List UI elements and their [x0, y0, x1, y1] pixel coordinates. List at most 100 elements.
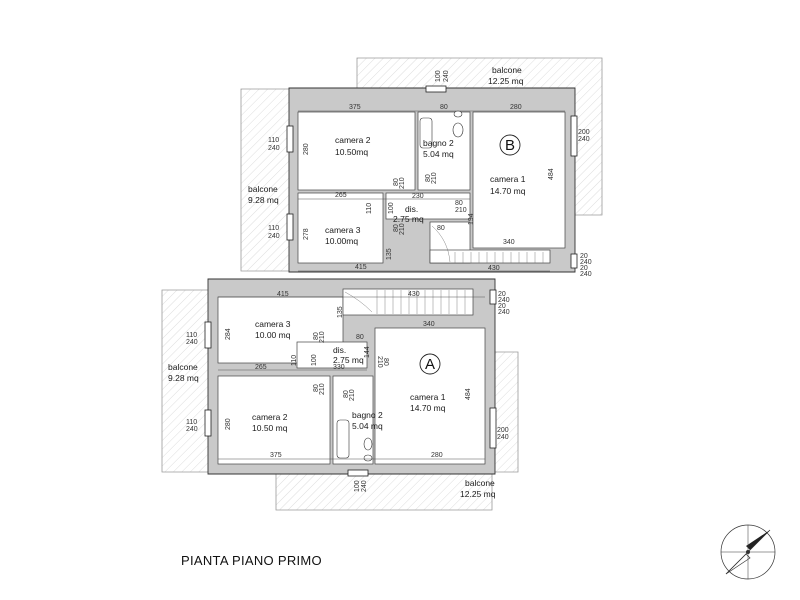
wdim-b-240a: 240 [443, 70, 450, 82]
bidet-b [453, 110, 463, 118]
bathtub-a [336, 419, 350, 459]
door-b-4b: 210 [399, 223, 406, 235]
door-b-4a: 80 [393, 224, 400, 232]
camera2-b-area: 10.50mq [335, 147, 368, 157]
bagno2-a-area: 5.04 mq [352, 421, 383, 431]
door-a-2a: 80 [313, 384, 320, 392]
unit-b-marker-circle [499, 134, 521, 156]
dim-b-110: 110 [366, 203, 373, 214]
door-b-1b: 210 [399, 177, 406, 189]
wdim-a-240f: 240 [361, 480, 368, 492]
wdim-a-240a: 240 [498, 297, 510, 304]
camera3-a-area: 10.00 mq [255, 330, 291, 340]
dim-a-375: 375 [270, 452, 282, 459]
dim-b-80: 80 [440, 104, 448, 111]
unit-a-marker-circle [419, 353, 441, 375]
unit-a: A camera 3 10.00 mq dis. 2.75 mq camera … [161, 278, 519, 511]
camera1-b-name: camera 1 [490, 174, 526, 184]
stair-landing-b [429, 249, 551, 264]
room-camera2-a [217, 375, 331, 465]
balcony-bottom-a-name: balcone [465, 478, 495, 488]
wdim-b-240e: 240 [580, 259, 592, 266]
plan-title: PIANTA PIANO PRIMO [181, 553, 322, 568]
dim-b-135: 135 [386, 248, 393, 260]
door-b-2a: 80 [425, 174, 432, 182]
wdim-b-20b: 20 [580, 265, 588, 272]
compass-north-arrow-icon [720, 524, 776, 580]
dim-b-194: 194 [468, 213, 475, 225]
toilet-a [363, 437, 373, 451]
wdim-b-240b: 240 [268, 145, 280, 152]
dim-b-80b: 80 [437, 225, 445, 232]
wdim-b-110a: 110 [268, 137, 279, 144]
window-bottom-a [347, 469, 369, 477]
dim-b-280: 280 [510, 104, 522, 111]
balcony-left-a-area: 9.28 mq [168, 373, 199, 383]
camera2-a-area: 10.50 mq [252, 423, 288, 433]
door-a-1b: 210 [319, 331, 326, 343]
room-camera1-a [374, 327, 486, 465]
wdim-a-110b: 110 [186, 419, 197, 426]
door-a-1a: 80 [313, 332, 320, 340]
dim-a-415: 415 [277, 291, 289, 298]
dim-a-280: 280 [431, 452, 443, 459]
dim-a-135: 135 [337, 306, 344, 318]
bagno2-a-name: bagno 2 [352, 410, 383, 420]
dim-b-430: 430 [488, 265, 500, 272]
bathtub-b [419, 117, 433, 149]
camera2-a-name: camera 2 [252, 412, 288, 422]
dis-b-name: dis. [405, 204, 418, 214]
camera3-b-name: camera 3 [325, 225, 361, 235]
window-top-b [425, 85, 447, 93]
wdim-a-200: 200 [497, 427, 509, 434]
window-right-b [570, 115, 578, 157]
balcony-bottom-a-area: 12.25 mq [460, 489, 496, 499]
door-b-3b: 210 [455, 207, 467, 214]
wdim-a-110a: 110 [186, 332, 197, 339]
wdim-a-20a: 20 [498, 291, 506, 298]
camera2-b-name: camera 2 [335, 135, 371, 145]
camera1-a-name: camera 1 [410, 392, 446, 402]
door-a-3b: 210 [376, 356, 383, 368]
door-a-2b: 210 [319, 383, 326, 395]
window-left2-a [204, 409, 212, 437]
room-camera3-b [297, 192, 384, 264]
wdim-a-20b: 20 [498, 303, 506, 310]
unit-b-marker: B [505, 137, 515, 154]
window-right2-b [570, 253, 578, 269]
dim-b-484: 484 [548, 168, 555, 180]
dim-b-230: 230 [412, 193, 424, 200]
wdim-b-110b: 110 [268, 225, 279, 232]
dim-b-280v: 280 [303, 143, 310, 155]
window-left1-b [286, 125, 294, 153]
balcony-left-b-area: 9.28 mq [248, 195, 279, 205]
dim-a-340: 340 [423, 321, 435, 328]
dim-a-330: 330 [333, 364, 345, 371]
dim-a-484: 484 [465, 388, 472, 400]
door-a-4a: 80 [343, 390, 350, 398]
room-dis-a [296, 341, 368, 369]
dim-b-415: 415 [355, 264, 367, 271]
stair-steps-a [344, 290, 466, 314]
balcony-left-b [240, 88, 291, 272]
wdim-b-20a: 20 [580, 253, 588, 260]
wdim-a-100: 100 [354, 480, 361, 492]
bidet-a [363, 454, 373, 462]
stair-a [342, 288, 474, 316]
door-b-2b: 210 [431, 172, 438, 184]
wdim-b-100: 100 [435, 70, 442, 82]
dim-a-265: 265 [255, 364, 267, 371]
camera3-b-area: 10.00mq [325, 236, 358, 246]
room-camera1-b [472, 111, 566, 249]
dim-a-144: 144 [364, 346, 371, 358]
wdim-a-240b: 240 [498, 309, 510, 316]
camera1-b-area: 14.70 mq [490, 186, 526, 196]
unit-b: B camera 2 10.50mq bagno 2 5.04 mq camer… [240, 57, 603, 278]
dim-a-430: 430 [408, 291, 420, 298]
wdim-b-200: 200 [578, 129, 590, 136]
wdim-a-240d: 240 [186, 426, 198, 433]
balcony-top-b-area: 12.25 mq [488, 76, 524, 86]
door-a-4b: 210 [349, 389, 356, 401]
dim-a-110: 110 [291, 355, 298, 366]
